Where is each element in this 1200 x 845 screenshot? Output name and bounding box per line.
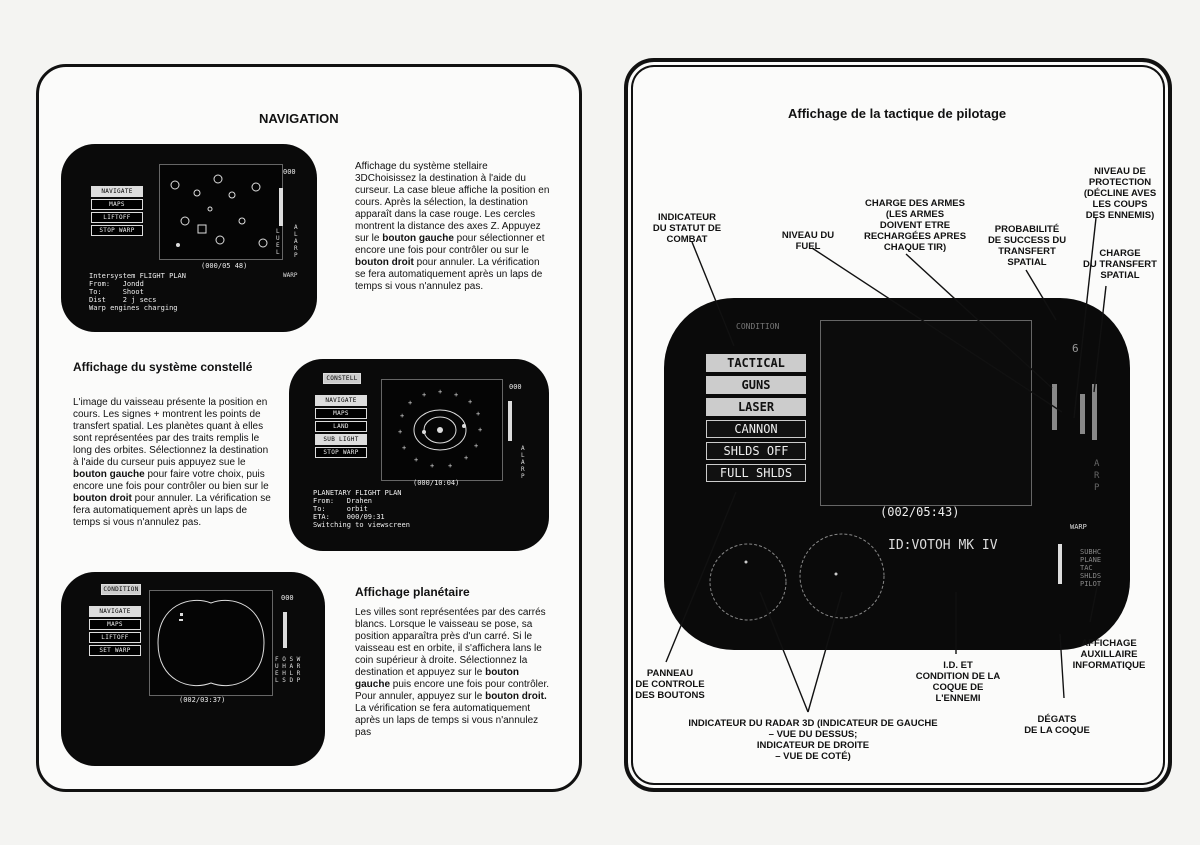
hull-damage-gauge (1058, 544, 1062, 584)
svg-text:+: + (422, 391, 426, 399)
nav-date: (000/05 48) (201, 262, 248, 270)
svg-text:+: + (402, 444, 406, 452)
navigation-screenshot: 000 NAVIGATE MAPS LIFTOFF STOP WARP (000… (61, 144, 317, 332)
maps-button[interactable]: MAPS (91, 199, 143, 210)
guns-button[interactable]: GUNS (706, 376, 806, 394)
protection-level-label: NIVEAU DE PROTECTION (DÉCLINE AVES LES C… (1083, 166, 1157, 221)
weapons-charge-label: CHARGE DES ARMES (LES ARMES DOIVENT ETRE… (863, 198, 967, 253)
aux-lines: SUBHC PLANE TAC SHLDS PILOT (1080, 548, 1102, 588)
constellation-screenshot: CONSTELL +++++++++++++++ 000 NAVIGATE MA… (289, 359, 549, 551)
const-fuel-gauge (508, 401, 512, 441)
tactical-button-menu: TACTICAL GUNS LASER CANNON SHLDS OFF FUL… (706, 354, 806, 486)
protection-gauge (1080, 394, 1085, 434)
fuel-level-label: NIVEAU DU FUEL (781, 230, 835, 252)
aux-header: WARP (1070, 523, 1087, 531)
nav-side-letters: L U E L (276, 228, 280, 256)
shields-off-button[interactable]: SHLDS OFF (706, 442, 806, 460)
const-counter: 000 (509, 383, 522, 391)
svg-text:+: + (400, 412, 404, 420)
set-warp-button[interactable]: SET WARP (89, 645, 141, 656)
warp-charge-gauge (1092, 384, 1097, 440)
svg-text:+: + (448, 462, 452, 470)
tactical-date: (002/05:43) (880, 505, 960, 519)
planet-date: (002/03:37) (179, 696, 226, 704)
right-page: Affichage de la tactique de pilotage CON… (624, 58, 1172, 792)
svg-text:+: + (430, 462, 434, 470)
warp-letters: A R P (1094, 459, 1100, 493)
radar-3d-label: INDICATEUR DU RADAR 3D (INDICATEUR DE GA… (688, 718, 938, 762)
liftoff-button[interactable]: LIFTOFF (91, 212, 143, 223)
navigate-button[interactable]: NAVIGATE (315, 395, 367, 406)
planet-grid-letters: F O S W U H A R E H L R L S D P (275, 656, 301, 684)
maps-button[interactable]: MAPS (89, 619, 141, 630)
tactical-screenshot: CONDITION TACTICAL GUNS LASER CANNON SHL… (664, 298, 1130, 650)
constellation-description: L'image du vaisseau présente la position… (73, 397, 271, 528)
star-system-map (170, 174, 268, 248)
radar-displays (709, 533, 885, 621)
svg-text:+: + (438, 388, 442, 396)
tactical-viewscreen (820, 320, 1032, 506)
svg-text:+: + (398, 428, 402, 436)
callout-lines (665, 217, 1107, 713)
navigation-description: Affichage du système stellaire 3DChoisis… (355, 161, 550, 292)
condition-header: CONDITION (736, 322, 780, 331)
planet-surface-map (157, 599, 265, 687)
svg-text:+: + (408, 399, 412, 407)
planet-counter: 000 (281, 594, 294, 602)
nav-fuel-gauge (279, 188, 283, 226)
svg-text:+: + (464, 454, 468, 462)
const-date: (000/10:04) (413, 479, 460, 487)
const-button-menu: NAVIGATE MAPS LAND SUB LIGHT STOP WARP (315, 395, 367, 460)
svg-text:+: + (476, 410, 480, 418)
svg-text:+: + (414, 456, 418, 464)
aux-display-label: AFFICHAGE AUXILLAIRE INFORMATIQUE (1072, 638, 1146, 671)
sub-light-button[interactable]: SUB LIGHT (315, 434, 367, 445)
navigate-button[interactable]: NAVIGATE (91, 186, 143, 197)
navigate-button[interactable]: NAVIGATE (89, 606, 141, 617)
constellation-orbit-map: +++++++++++++++ (398, 388, 482, 470)
constellation-map-screen: +++++++++++++++ (381, 379, 503, 481)
const-header: CONSTELL (323, 373, 361, 384)
button-panel-label: PANNEAU DE CONTROLE DES BOUTONS (635, 668, 705, 701)
tactical-button[interactable]: TACTICAL (706, 354, 806, 372)
nav-panel-label: WARP (283, 272, 298, 279)
svg-text:+: + (474, 442, 478, 450)
stop-warp-button[interactable]: STOP WARP (91, 225, 143, 236)
svg-text:+: + (468, 398, 472, 406)
planet-description: Les villes sont représentées par des car… (355, 607, 549, 738)
planet-fuel-gauge (283, 612, 287, 648)
warp-charge-label: CHARGE DU TRANSFERT SPATIAL (1083, 248, 1157, 281)
warp-probability-label: PROBABILITÉ DE SUCCESS DU TRANSFERT SPAT… (987, 224, 1067, 268)
constellation-title: Affichage du système constellé (73, 360, 253, 374)
const-terminal: PLANETARY FLIGHT PLAN From: Drahen To: o… (313, 489, 410, 529)
land-button[interactable]: LAND (315, 421, 367, 432)
tactical-counter: 6 (1072, 342, 1079, 355)
maps-button[interactable]: MAPS (315, 408, 367, 419)
svg-text:+: + (454, 391, 458, 399)
planet-map-screen (149, 590, 273, 696)
nav-terminal: Intersystem FLIGHT PLAN From: Jondd To: … (89, 272, 186, 312)
nav-button-menu: NAVIGATE MAPS LIFTOFF STOP WARP (91, 186, 143, 238)
liftoff-button[interactable]: LIFTOFF (89, 632, 141, 643)
left-page: NAVIGATION 000 NAVIGATE MAPS LIFTO (36, 64, 582, 792)
navigation-title: NAVIGATION (259, 111, 339, 126)
planet-title: Affichage planétaire (355, 585, 470, 599)
full-shields-button[interactable]: FULL SHLDS (706, 464, 806, 482)
enemy-id-label: I.D. ET CONDITION DE LA COQUE DE L'ENNEM… (915, 660, 1001, 704)
combat-status-label: INDICATEUR DU STATUT DE COMBAT (652, 212, 722, 245)
star-map-screen (159, 164, 283, 260)
planet-screenshot: CONDITION 000 NAVIGATE MAPS LIFTOFF SET … (61, 572, 325, 766)
hull-damage-label: DÉGATS DE LA COQUE (1024, 714, 1090, 736)
nav-counter: 000 (283, 168, 296, 176)
cannon-button[interactable]: CANNON (706, 420, 806, 438)
nav-warp-letters: A L A R P (294, 224, 298, 259)
svg-text:+: + (478, 426, 482, 434)
enemy-id: ID:VOTOH MK IV (888, 538, 998, 553)
stop-warp-button[interactable]: STOP WARP (315, 447, 367, 458)
planet-button-menu: NAVIGATE MAPS LIFTOFF SET WARP (89, 606, 141, 658)
const-warp-letters: A L A R P (521, 445, 525, 480)
laser-button[interactable]: LASER (706, 398, 806, 416)
tactical-title: Affichage de la tactique de pilotage (788, 106, 1007, 121)
planet-header: CONDITION (101, 584, 141, 595)
